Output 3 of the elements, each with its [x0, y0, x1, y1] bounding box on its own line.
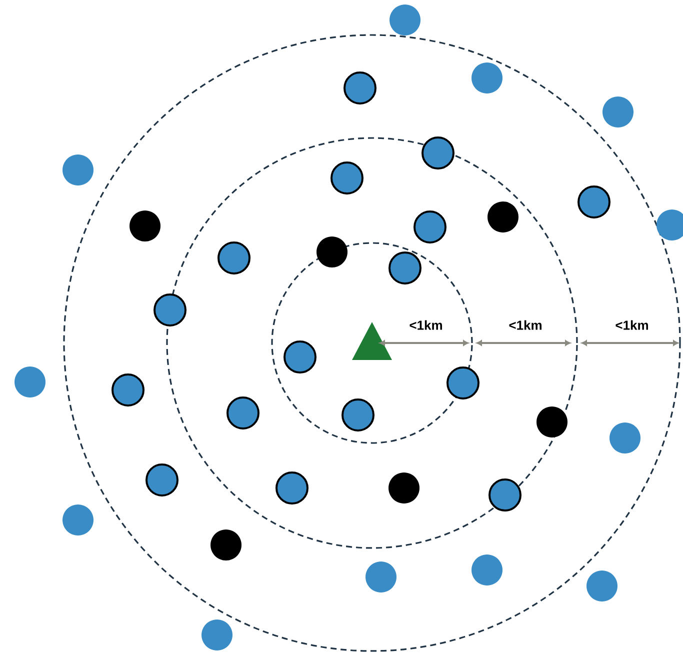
distance-label: <1km: [616, 320, 648, 330]
distance-label: <1km: [509, 320, 542, 330]
distance-label: <1km: [410, 320, 442, 330]
